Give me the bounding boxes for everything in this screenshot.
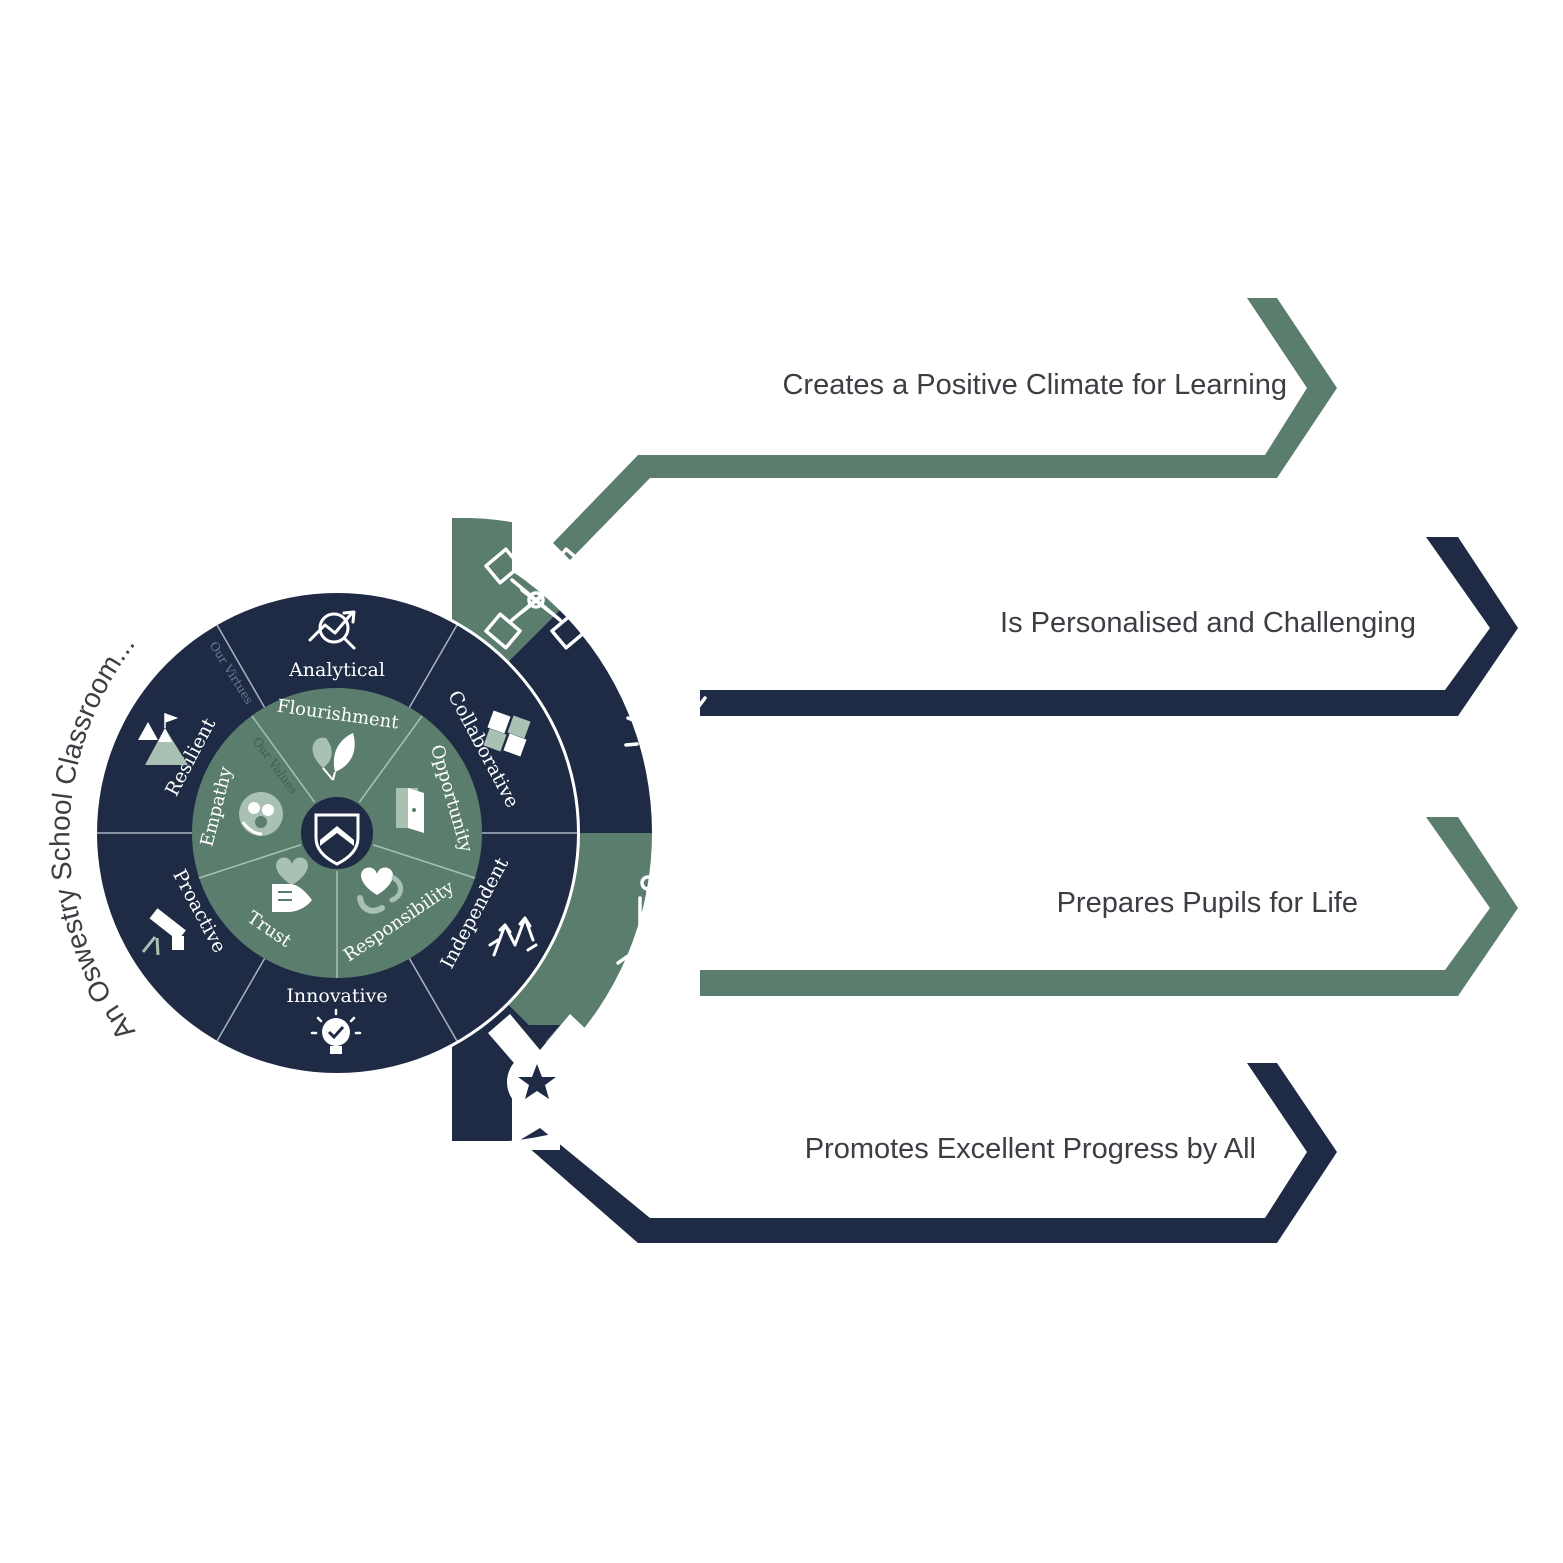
lightbulb-check-icon: [310, 1008, 362, 1054]
fan-arc-mask-top: [452, 510, 560, 534]
chart-magnifier-icon: [308, 610, 356, 650]
fan-sector-2: [473, 610, 652, 833]
virtue-label-analytical: Analytical: [288, 659, 385, 681]
heart-hands-icon: [357, 867, 403, 914]
virtue-label-innovative: Innovative: [286, 985, 387, 1007]
arrows-up-icon: [488, 916, 538, 957]
outcome-label-4: Promotes Excellent Progress by All: [805, 1133, 1256, 1165]
summit-flag-icon: [616, 866, 719, 965]
outcome-label-3: Prepares Pupils for Life: [1057, 887, 1358, 919]
values-wheel: [94, 590, 580, 1076]
outcome-arrow-1: Creates a Positive Climate for Learning: [553, 298, 1337, 560]
mountain-flag-icon: [138, 712, 188, 765]
outcome-arrow-3: Prepares Pupils for Life: [700, 817, 1518, 996]
fan-left-band: [452, 518, 512, 1141]
fan-sector-3: [473, 833, 652, 1056]
outcome-arrow-2: Is Personalised and Challenging: [700, 537, 1518, 716]
telescope-icon: [141, 908, 186, 956]
handshake-heart-icon: [272, 857, 312, 912]
leaves-icon: [312, 733, 355, 781]
outcome-arrow-4: Promotes Excellent Progress by All: [520, 1063, 1337, 1243]
medal-star-icon: [488, 1014, 590, 1112]
brain-bulb-icon: [624, 688, 726, 795]
people-circle-icon: [239, 792, 283, 836]
outcome-arrow-3-shape: [700, 817, 1518, 996]
fan-arc-mask-bottom: [452, 1132, 560, 1150]
outcome-arrow-1-shape: [553, 298, 1337, 560]
outcome-arrow-4-shape: [520, 1063, 1337, 1243]
puzzle-hands-icon: [483, 710, 531, 757]
outcome-label-2: Is Personalised and Challenging: [1000, 607, 1416, 639]
outcome-label-1: Creates a Positive Climate for Learning: [782, 369, 1287, 401]
shield-chevron-icon: [314, 813, 360, 866]
stacked-hands-icon: [484, 547, 588, 650]
door-icon: [396, 788, 424, 833]
outcome-arrow-2-shape: [700, 537, 1518, 716]
